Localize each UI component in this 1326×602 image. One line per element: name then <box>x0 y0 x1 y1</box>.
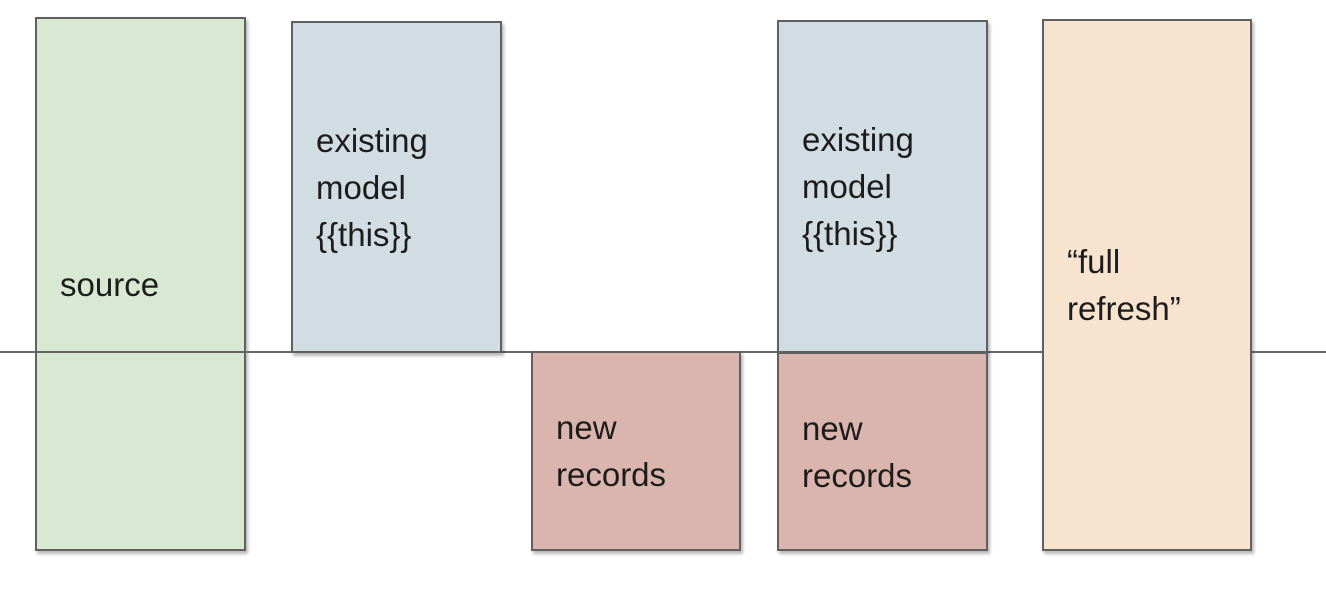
new-records-box-1: new records <box>531 351 741 551</box>
source-box: source <box>35 17 246 551</box>
existing-model-box-1: existing model {{this}} <box>291 21 502 353</box>
source-label: source <box>60 265 160 303</box>
full-refresh-box: “full refresh” <box>1042 19 1252 551</box>
new-records-label-1: new records <box>556 409 667 493</box>
full-refresh-label: “full refresh” <box>1067 243 1181 327</box>
existing-model-label-1: existing model {{this}} <box>316 121 428 253</box>
new-records-label-2: new records <box>802 409 913 494</box>
existing-model-box-2: existing model {{this}} <box>777 20 988 353</box>
existing-model-label-2: existing model {{this}} <box>802 121 914 252</box>
new-records-box-2: new records <box>777 352 988 551</box>
